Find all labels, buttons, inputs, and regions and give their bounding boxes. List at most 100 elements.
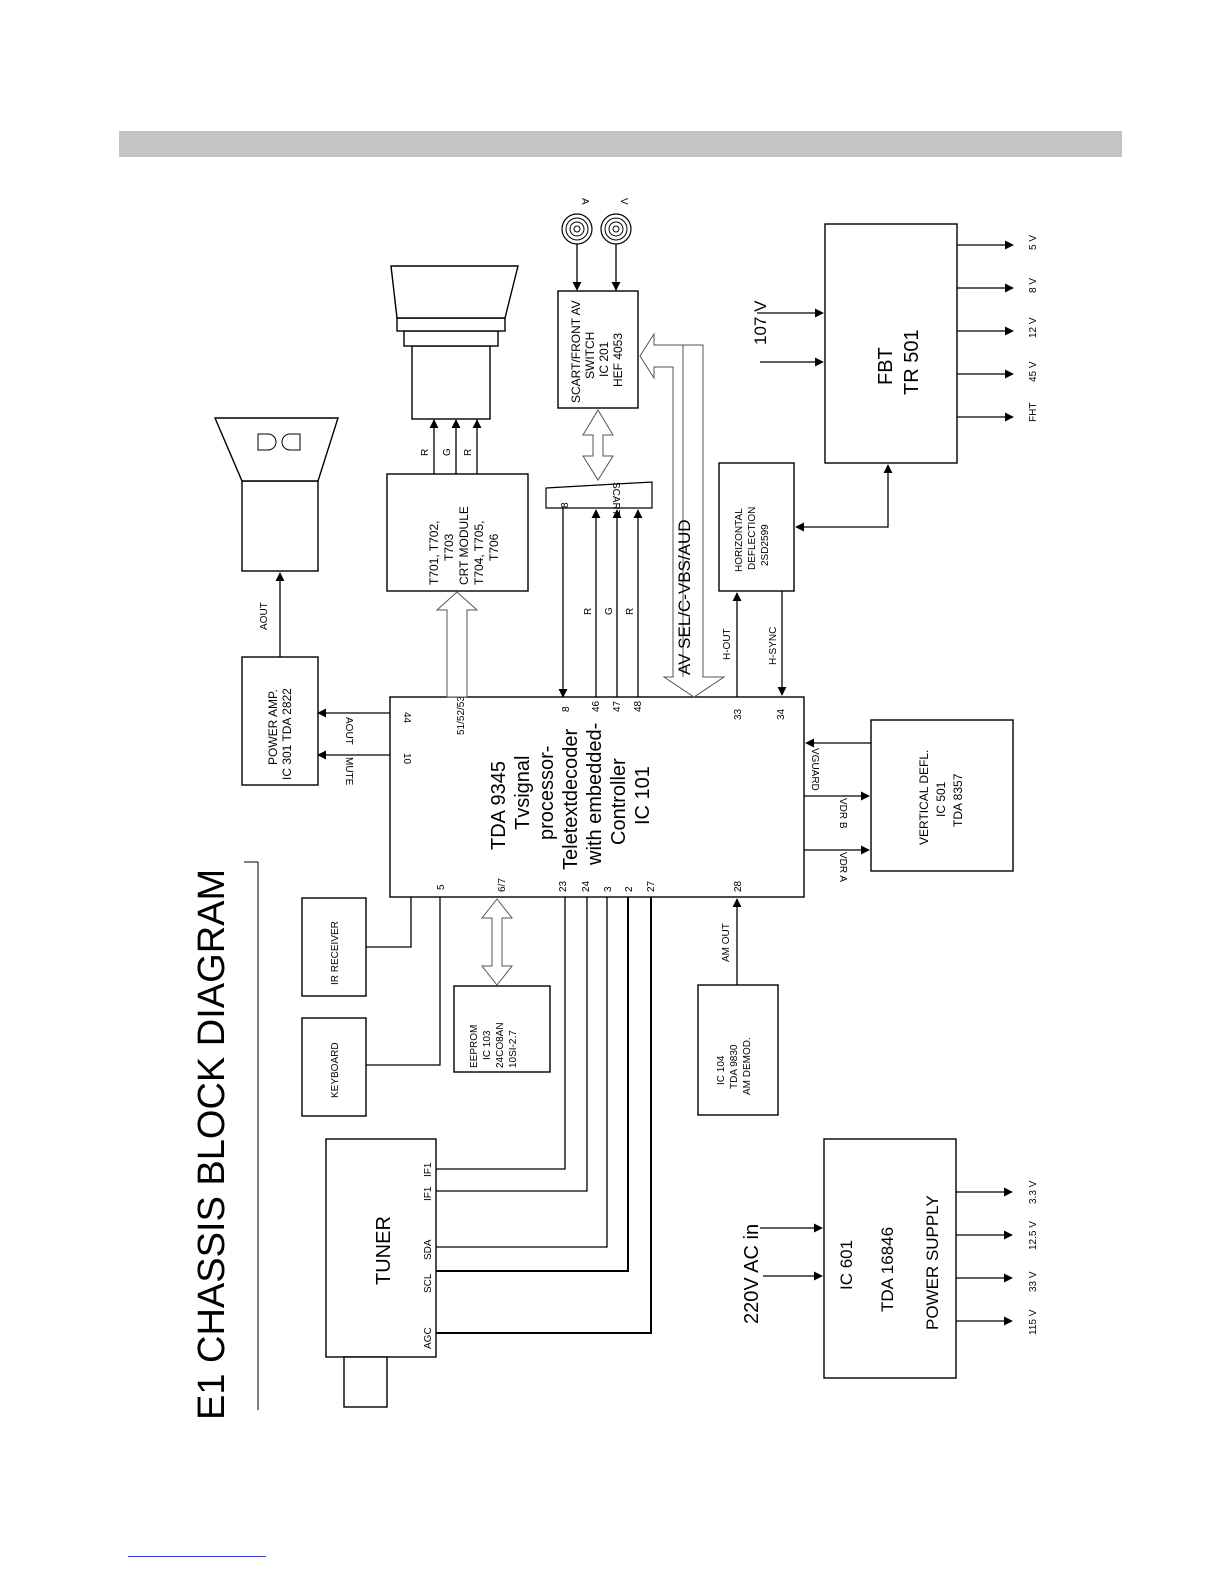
pin-3: 3 [603,886,614,892]
crt-module-line: T701, T702, [427,521,441,586]
speaker-body [241,480,319,572]
crt-g-label: G [442,448,453,456]
crt-module-line: CRT MODULE [457,506,471,585]
main-ic-box [389,696,805,898]
h-sync-label: H-SYNC [768,627,779,665]
av-switch-box [557,290,639,409]
jack-v-label: V [618,198,629,205]
scart-label: SCART [610,482,621,516]
sda-wire [436,897,608,1248]
pin-6-7: 6/7 [497,878,508,892]
rgb-r1-label: R [583,608,594,615]
horiz-defl-line: 2SD2599 [760,524,771,566]
horiz-defl-box [718,462,795,592]
speaker-symbol-icon [257,433,301,451]
av-switch-label: SCART/FRONT AV SWITCH IC 201 HEF 4053 [569,300,625,403]
ps-output-label: 12.5 V [1028,1221,1039,1250]
fbt-line: FBT [875,347,897,385]
vert-defl-line: TDA 8357 [951,773,965,827]
av-switch-line: HEF 4053 [611,333,625,387]
crt-module-line: T704, T705, [472,521,486,586]
vert-defl-line: IC 501 [934,781,948,817]
eeprom-line: IC 103 [482,1030,493,1060]
tuner-pin-scl: SCL [423,1273,434,1293]
jack-a-label: A [579,198,590,205]
pin-10: 10 [401,753,412,765]
aout-top-label: AOUT [259,602,270,630]
pin-46: 46 [591,700,602,712]
horiz-defl-line: HORIZONTAL [734,508,745,572]
vguard-label: VGUARD [809,748,820,791]
tuner-pin-agc: AGC [423,1327,434,1349]
pin-5: 5 [436,884,447,890]
main-ic-line: IC 101 [632,766,654,825]
scart-bus-arrow [582,409,614,481]
am-demod-box [697,984,779,1116]
scart-pin-8: 8 [560,502,571,508]
tuner-pin-if1: IF1 [423,1186,434,1201]
rgb-r2-label: R [625,608,636,615]
eeprom-label: EEPROM IC 103 24CO8AN 10SI-2.7 [469,1022,519,1068]
main-ic-line: Controller [608,758,630,845]
crt-r1-label: R [420,449,431,456]
ps-output-label: 3.3 V [1028,1180,1039,1204]
aout-pin-label: AOUT [343,717,354,745]
ps-output-label: 115 V [1028,1309,1039,1335]
am-demod-line: TDA 9830 [729,1044,740,1089]
eeprom-box [453,985,551,1073]
rgb-bus-arrow [435,591,479,698]
tuner-box [325,1138,437,1358]
tuner-connector [343,1356,388,1408]
pin-51-52-53: 51/52/53 [456,696,467,735]
fbt-box [824,223,958,464]
keyboard-label: KEYBOARD [330,1042,341,1098]
power-supply-box [823,1138,957,1379]
av-sel-label: AV SEL/C-VBS/AUD [675,519,694,675]
power-supply-line: TDA 16846 [878,1227,897,1312]
vdr-b-label: VDR B [837,798,848,829]
pin-33: 33 [733,708,744,720]
crt-collar [403,330,499,347]
mute-label: MUTE [343,757,354,786]
power-amp-line: POWER AMP. [266,689,280,765]
hdefl-fbt-wire [795,464,893,532]
fbt-output-label: 12 V [1028,317,1039,338]
ir-receiver-label: IR RECEIVER [330,921,341,985]
pin-44: 44 [401,712,412,724]
av-sel-bus-arrow [639,332,726,698]
footer-link-underline[interactable] [128,1556,266,1557]
am-out-label: AM OUT [721,923,732,962]
vert-defl-line: VERTICAL DEFL. [917,750,931,845]
fbt-output-label: 8 V [1028,278,1039,293]
power-amp-line: IC 301 TDA 2822 [280,688,294,780]
fbt-line: TR 501 [901,329,923,395]
pin-48: 48 [633,700,644,712]
pin-47: 47 [612,700,623,712]
fbt-input-label: 107 V [751,300,770,345]
horiz-defl-line: DEFLECTION [747,507,758,570]
jack-a-icon [561,213,593,245]
main-ic-line: Teletextdecoder [560,728,582,870]
crt-neck [411,345,491,420]
crt-module-line: T706 [487,533,501,561]
jack-v-icon [600,213,632,245]
scart-connector [545,481,653,509]
fbt-output-label: 5 V [1028,235,1039,250]
fbt-output-label: 45 V [1028,361,1039,382]
power-amp-box [241,656,319,786]
vert-defl-box [870,719,1014,872]
am-demod-line: IC 104 [716,1055,727,1085]
agc-wire [436,897,652,1334]
fbt-output-label: FHT [1028,403,1039,422]
pin-34: 34 [776,708,787,720]
power-supply-line: IC 601 [837,1240,856,1290]
main-ic-line: TDA 9345 [488,761,510,850]
eeprom-line: 24CO8AN [495,1022,506,1068]
pin-8: 8 [561,706,572,712]
pin-2: 2 [624,886,635,892]
eeprom-line: EEPROM [469,1025,480,1068]
pin-28: 28 [733,880,744,892]
eeprom-bus-arrow [480,898,514,986]
crt-r2-label: R [463,449,474,456]
